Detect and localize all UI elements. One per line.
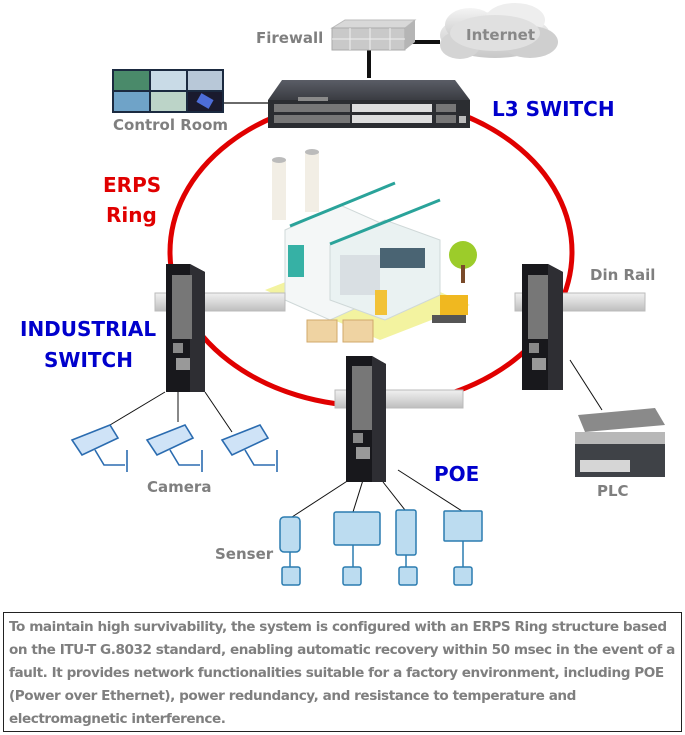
poe-switch bbox=[346, 356, 386, 482]
cloud-icon bbox=[440, 3, 558, 59]
erps-label-line1: ERPS bbox=[103, 173, 162, 197]
plc-label: PLC bbox=[597, 482, 629, 500]
l3-switch-device bbox=[268, 80, 470, 128]
industrial-switch-label-line1: INDUSTRIAL bbox=[20, 317, 157, 341]
senser-label: Senser bbox=[215, 545, 274, 563]
poe-label: POE bbox=[434, 462, 480, 486]
industrial-switch-left bbox=[166, 264, 205, 392]
erps-label-line2: Ring bbox=[106, 203, 157, 227]
din-rail-label: Din Rail bbox=[590, 266, 656, 284]
sensor-devices bbox=[279, 509, 483, 586]
description-box: To maintain high survivability, the syst… bbox=[3, 612, 682, 732]
l3-switch-label: L3 SWITCH bbox=[492, 97, 615, 121]
description-text: To maintain high survivability, the syst… bbox=[9, 619, 675, 727]
network-diagram bbox=[70, 3, 665, 586]
industrial-switch-right bbox=[522, 264, 563, 390]
control-room-monitors-icon bbox=[112, 69, 224, 113]
factory-illustration bbox=[265, 149, 477, 343]
control-room-label: Control Room bbox=[113, 116, 229, 134]
internet-label: Internet bbox=[466, 26, 536, 44]
industrial-switch-label-line2: SWITCH bbox=[44, 348, 133, 372]
camera-icon bbox=[70, 424, 278, 472]
firewall-icon bbox=[330, 19, 417, 51]
firewall-label: Firewall bbox=[256, 29, 324, 47]
plc-device bbox=[575, 408, 665, 477]
camera-label: Camera bbox=[147, 478, 212, 496]
